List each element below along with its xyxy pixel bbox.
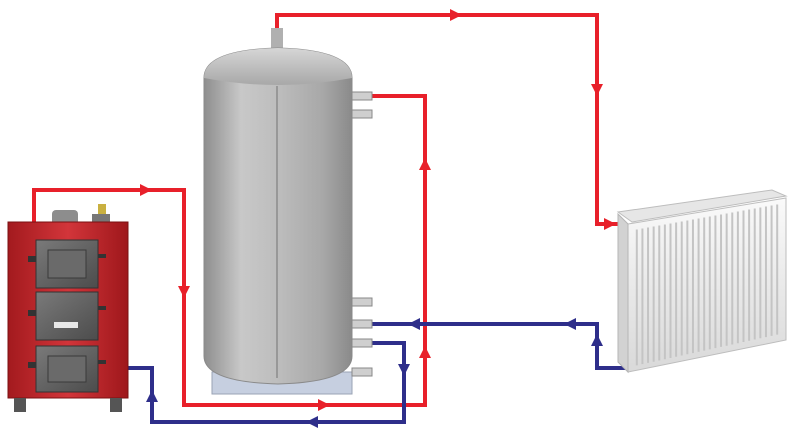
arrow-icon bbox=[398, 364, 410, 376]
boiler-foot bbox=[14, 398, 26, 412]
tank-body bbox=[203, 47, 353, 385]
boiler-foot bbox=[110, 398, 122, 412]
door-handle bbox=[98, 254, 106, 258]
boiler-regulator bbox=[92, 214, 110, 222]
arrow-icon bbox=[591, 84, 603, 96]
door-handle bbox=[98, 360, 106, 364]
tank-nozzle bbox=[351, 109, 373, 119]
boiler-door-panel bbox=[47, 249, 87, 279]
arrow-icon bbox=[450, 9, 462, 21]
boiler-thermometer bbox=[98, 204, 106, 218]
solid-fuel-boiler bbox=[7, 204, 129, 412]
tank-nozzle bbox=[351, 297, 373, 307]
tank-nozzle bbox=[351, 338, 373, 348]
arrow-icon bbox=[178, 286, 190, 298]
arrow-icon bbox=[419, 346, 431, 358]
radiator-return-pipe bbox=[372, 322, 628, 370]
tank-side-flow-pipe bbox=[372, 94, 427, 405]
tank-nozzle bbox=[351, 319, 373, 329]
door-handle bbox=[98, 306, 106, 310]
arrow-icon bbox=[408, 318, 420, 330]
boiler-return-pipe bbox=[128, 341, 406, 424]
arrow-icon bbox=[564, 318, 576, 330]
tank-nozzle bbox=[351, 367, 373, 377]
door-hinge bbox=[28, 310, 36, 316]
radiator-top bbox=[616, 189, 788, 223]
arrow-icon bbox=[140, 184, 152, 196]
radiator-body bbox=[627, 197, 787, 373]
tank-top-nozzle bbox=[271, 28, 283, 50]
boiler-middle-door bbox=[35, 291, 99, 341]
radiator-side bbox=[617, 212, 629, 374]
arrow-icon bbox=[306, 416, 318, 428]
boiler-door-plate bbox=[54, 322, 78, 328]
arrow-icon bbox=[591, 334, 603, 346]
buffer-tank bbox=[203, 28, 373, 395]
arrow-icon bbox=[318, 399, 330, 411]
arrow-icon bbox=[419, 158, 431, 170]
door-hinge bbox=[28, 362, 36, 368]
panel-radiator bbox=[616, 189, 788, 374]
door-hinge bbox=[28, 256, 36, 262]
radiator-fins bbox=[635, 204, 779, 366]
arrow-icon bbox=[604, 218, 616, 230]
tank-nozzle bbox=[351, 91, 373, 101]
tank-dome bbox=[204, 48, 352, 85]
boiler-door-panel bbox=[47, 355, 87, 383]
flow-arrows bbox=[140, 9, 616, 428]
arrow-icon bbox=[146, 390, 158, 402]
